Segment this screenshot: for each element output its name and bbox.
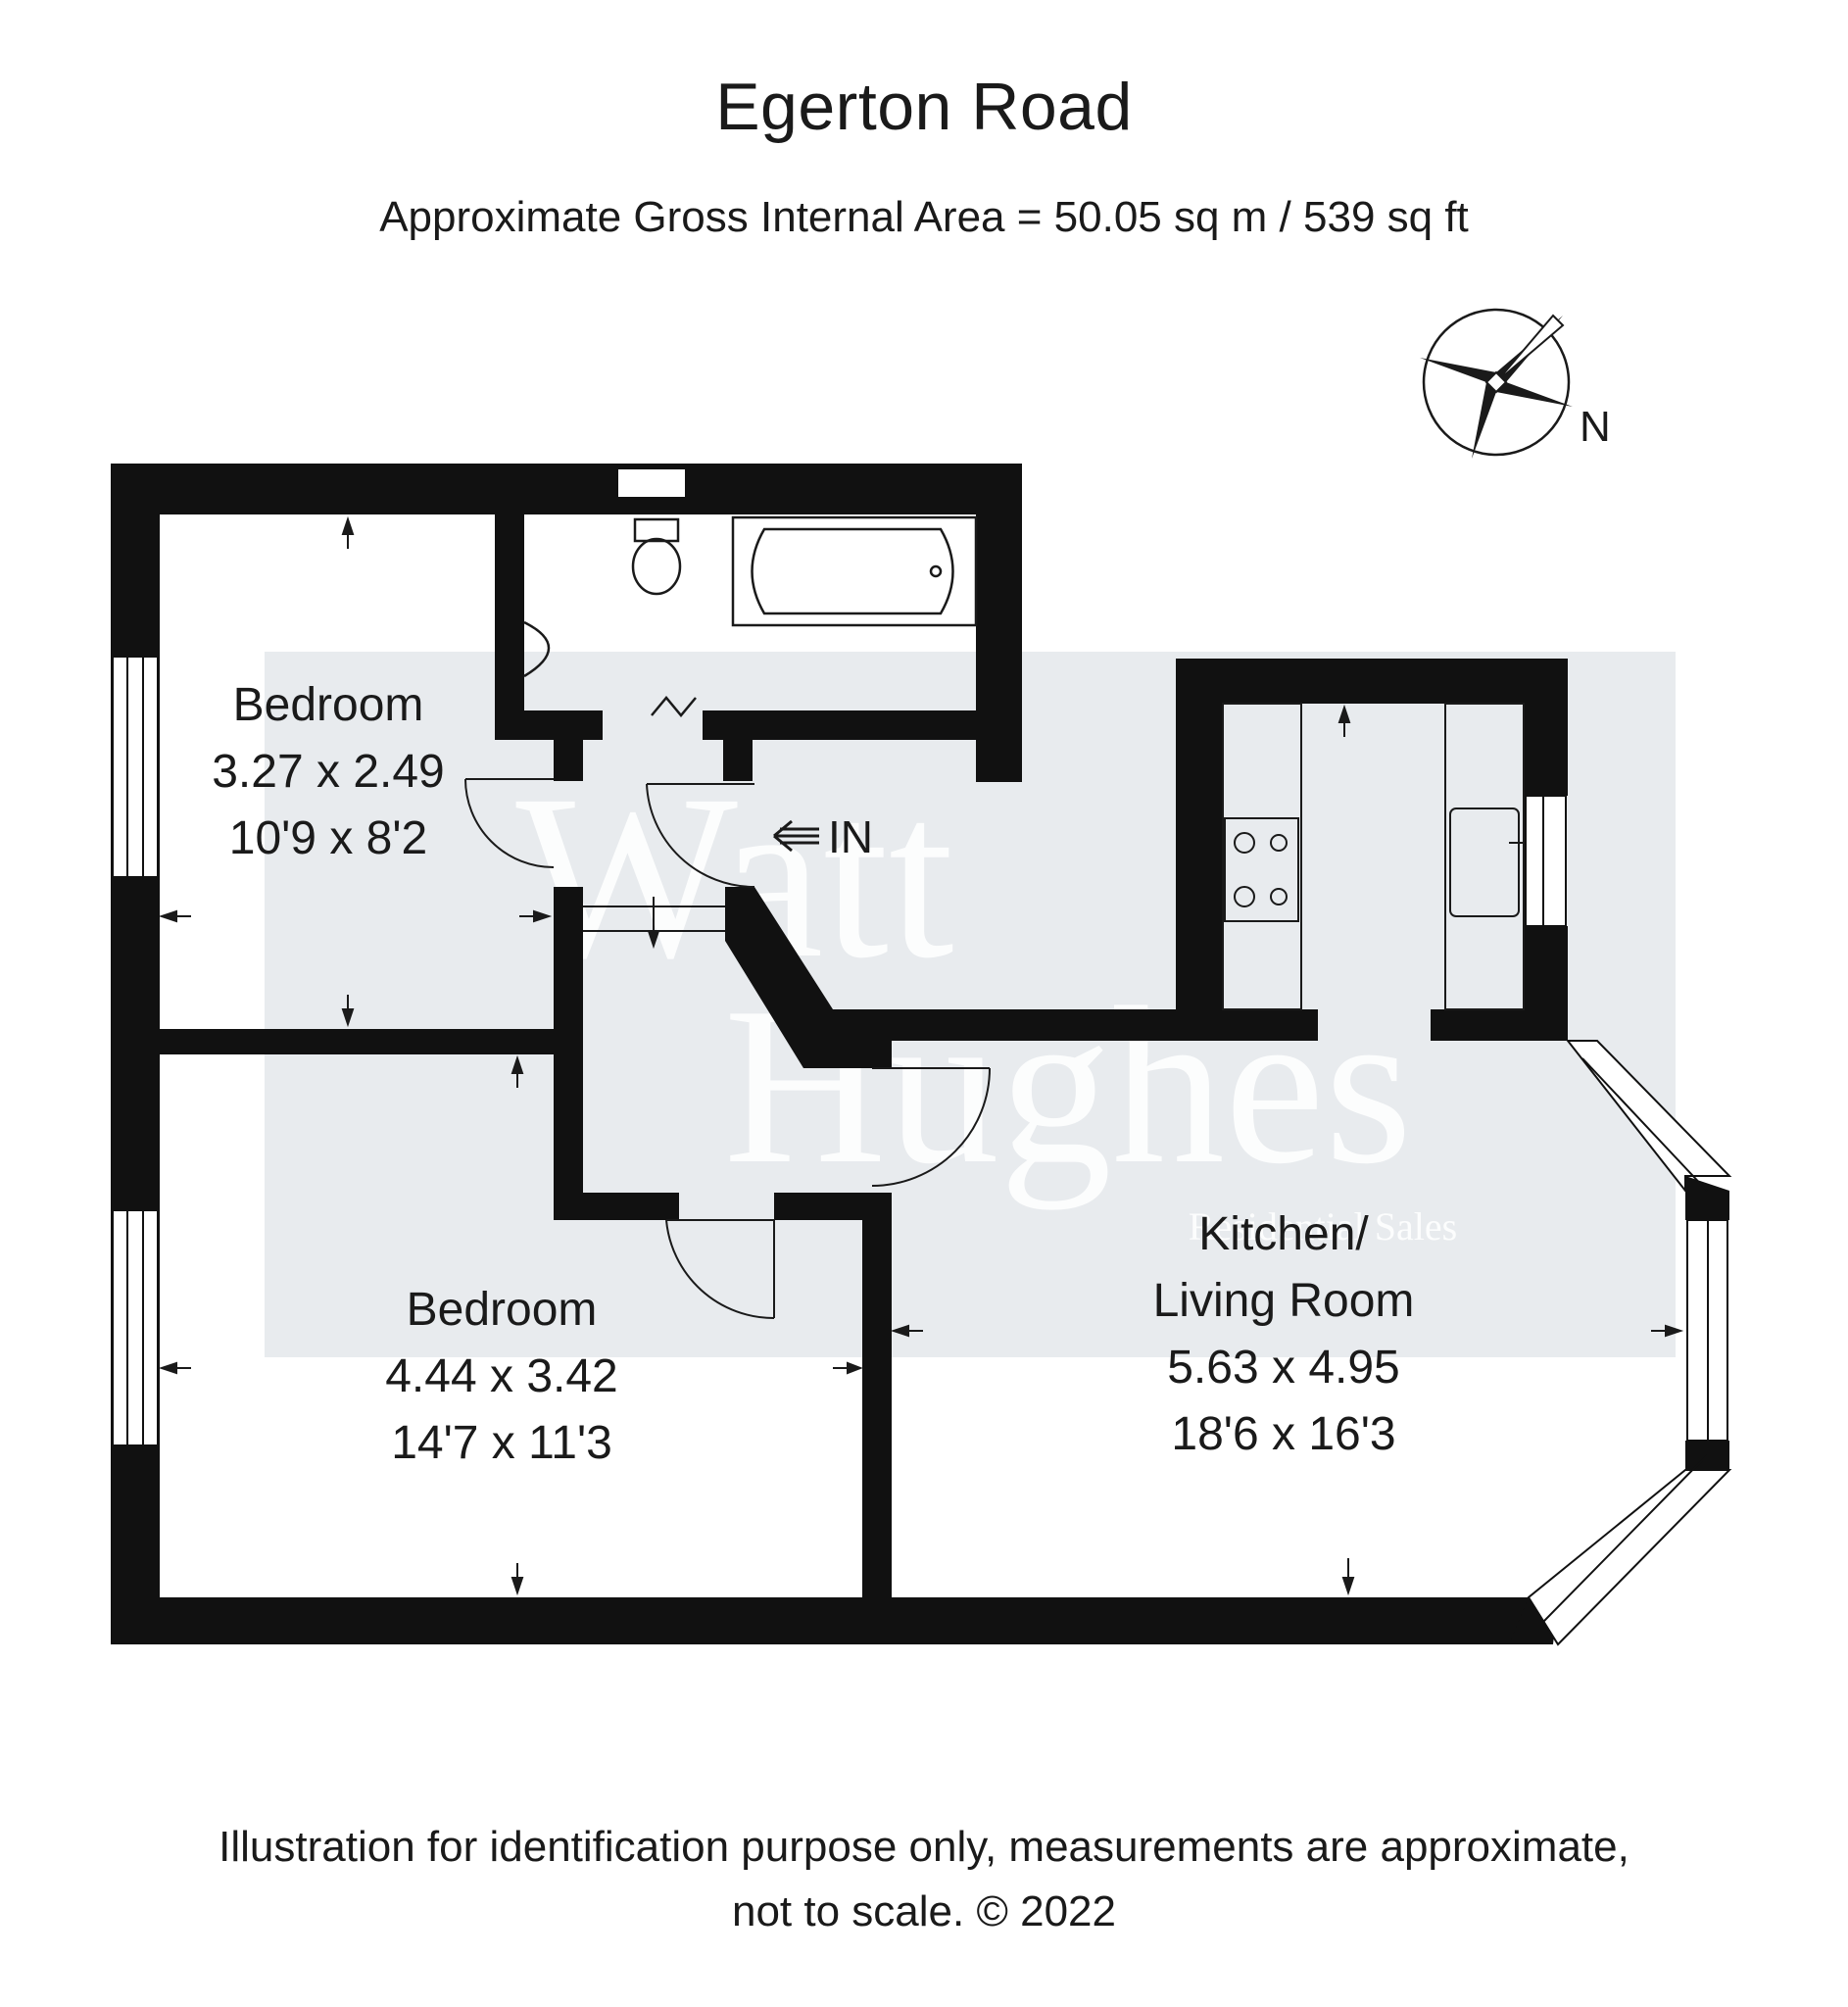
bathroom-fixtures xyxy=(523,515,978,717)
door-jamb-bath-right xyxy=(723,710,753,781)
disclaimer-line-1: Illustration for identification purpose … xyxy=(219,1823,1629,1871)
entrance-label: IN xyxy=(828,811,873,862)
window-bedroom-2 xyxy=(112,1209,159,1446)
hall-wall-west-upper xyxy=(554,887,583,1063)
watermark-line-3: Residential Sales xyxy=(1189,1204,1457,1248)
room-metric: 3.27 x 2.49 xyxy=(212,746,445,798)
window-bay-upper xyxy=(1565,1040,1732,1194)
room-kitchen-living: Kitchen/ Living Room 5.63 x 4.95 18'6 x … xyxy=(1153,1208,1415,1460)
bay-corner-top xyxy=(1685,1176,1729,1220)
room-bedroom-2: Bedroom 4.44 x 3.42 14'7 x 11'3 xyxy=(385,1284,618,1469)
window-glazing-lines xyxy=(126,657,1709,1623)
kitchen-fixtures xyxy=(1222,703,1525,1010)
room-imperial: 18'6 x 16'3 xyxy=(1171,1408,1395,1460)
counter-left xyxy=(1222,703,1302,1010)
room-name-line-1: Kitchen/ xyxy=(1198,1208,1369,1260)
compass-rose-icon xyxy=(1420,308,1573,459)
door-jamb-bath-left xyxy=(554,710,583,781)
window-kitchen xyxy=(1525,795,1567,927)
kitchen-wall-north xyxy=(1176,659,1568,704)
outer-wall-west xyxy=(111,464,160,1644)
bedroom-living-divider xyxy=(862,1193,892,1597)
room-metric: 4.44 x 3.42 xyxy=(385,1350,618,1402)
door-bedroom-2 xyxy=(665,1219,775,1320)
room-name-line-2: Living Room xyxy=(1153,1275,1415,1327)
room-bedroom-1: Bedroom 3.27 x 2.49 10'9 x 8'2 xyxy=(212,679,445,864)
arrow-left-icon xyxy=(773,819,819,853)
hob xyxy=(1224,817,1299,922)
compass-label: N xyxy=(1580,403,1611,451)
kitchen-sink xyxy=(1449,808,1520,917)
room-imperial: 14'7 x 11'3 xyxy=(391,1417,612,1469)
kitchen-wall-west xyxy=(1176,659,1223,1041)
plan-title: Egerton Road xyxy=(715,70,1133,144)
window-bay-lower xyxy=(1527,1469,1732,1646)
window-bedroom-1 xyxy=(112,656,159,878)
disclaimer: Illustration for identification purpose … xyxy=(59,1815,1789,1944)
gross-internal-area: Approximate Gross Internal Area = 50.05 … xyxy=(379,193,1469,241)
outer-wall-north xyxy=(111,464,1022,514)
toilet-bowl xyxy=(631,537,682,596)
door-kitchen-living xyxy=(871,1067,991,1187)
bedroom-divider-wall xyxy=(160,1029,554,1054)
hall-wall-west-lower xyxy=(554,1054,583,1206)
bathroom-wall-south-right xyxy=(703,710,1022,740)
toilet-cistern xyxy=(633,517,680,543)
door-swings xyxy=(464,778,991,1320)
door-entrance xyxy=(646,783,755,889)
window-bathroom xyxy=(616,467,687,499)
kitchen-wall-south-right xyxy=(1431,1009,1568,1041)
bathroom-wall-west xyxy=(495,464,524,740)
wash-basin xyxy=(523,620,551,678)
room-name: Bedroom xyxy=(407,1284,598,1336)
bathtub-inner xyxy=(751,527,954,615)
room-imperial: 10'9 x 8'2 xyxy=(229,812,427,864)
watermark-band xyxy=(265,652,1676,1357)
bath-door-fold xyxy=(651,696,697,717)
door-bedroom-1 xyxy=(464,778,555,868)
hall-wall-south xyxy=(554,1193,679,1220)
kitchen-wall-east-upper xyxy=(1524,659,1568,796)
room-name: Bedroom xyxy=(233,679,424,731)
outer-wall-south xyxy=(111,1597,1551,1644)
counter-right xyxy=(1444,703,1525,1010)
watermark-line-1: Watt xyxy=(515,746,953,1006)
disclaimer-line-2: not to scale. © 2022 xyxy=(731,1887,1116,1935)
bathtub xyxy=(731,515,978,627)
kitchen-wall-south-left xyxy=(813,1009,1318,1041)
watermark-line-2: Hughes xyxy=(724,960,1413,1210)
bath-tap xyxy=(929,564,943,578)
room-metric: 5.63 x 4.95 xyxy=(1167,1342,1400,1394)
dimension-arrows xyxy=(158,515,1684,1596)
